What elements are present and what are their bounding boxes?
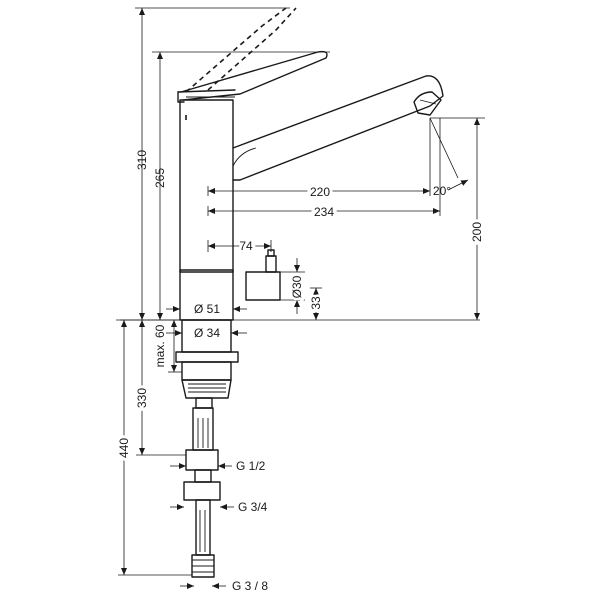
dim-thread-g-1-2: G 1/2 [236, 459, 266, 473]
dim-220: 220 [310, 185, 330, 199]
dim-234: 234 [314, 205, 334, 219]
dimension-lines [116, 7, 485, 589]
dim-diameter-51: Ø 51 [194, 302, 220, 316]
side-valve [245, 249, 281, 301]
dim-33: 33 [309, 296, 323, 310]
faucet-body [177, 7, 328, 321]
dim-diameter-34: Ø 34 [194, 326, 220, 340]
dim-440: 440 [117, 438, 131, 458]
faucet-spout [232, 75, 444, 181]
dim-265: 265 [153, 168, 167, 188]
dim-310: 310 [135, 150, 149, 170]
dim-200: 200 [470, 222, 484, 242]
dim-74: 74 [239, 239, 253, 253]
mounting-assembly [175, 319, 239, 578]
dim-20-degree: 20° [433, 184, 451, 198]
dim-max-60: max. 60 [153, 324, 167, 367]
dim-thread-g-3-8: G 3 / 8 [232, 579, 268, 593]
dim-diameter-30: Ø30 [290, 275, 304, 298]
dim-thread-g-3-4: G 3/4 [238, 500, 268, 514]
dim-330: 330 [135, 388, 149, 408]
